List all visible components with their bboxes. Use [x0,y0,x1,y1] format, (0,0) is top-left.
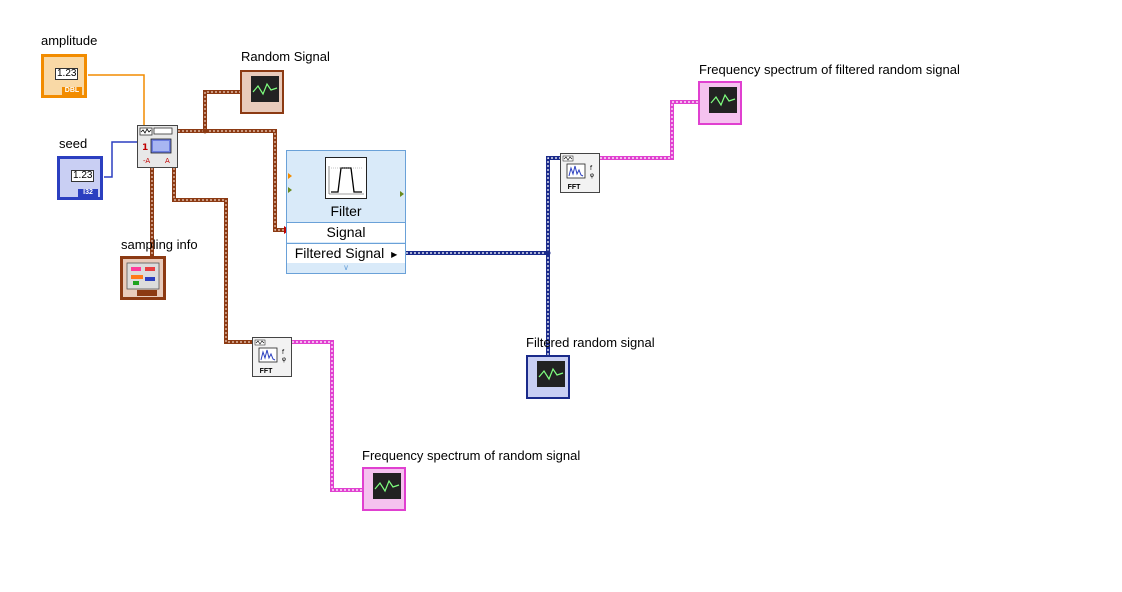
seed-type-tag: I32 [78,189,98,197]
fft-label-2: FFT [567,184,581,191]
freq-spectrum-random-graph-indicator[interactable] [362,467,406,511]
wire-filtered-out[interactable] [406,156,560,255]
label-freq-spectrum-random: Frequency spectrum of random signal [362,448,581,463]
filter-express-vi[interactable]: Filter Signal Filtered Signal ▶ ∨ [286,150,406,274]
wire-fft-to-filtered-spectrum[interactable] [600,100,698,160]
wire-seed[interactable] [104,141,138,178]
amplitude-control-terminal[interactable]: 1.23 DBL [41,54,87,98]
fft-spectrum-vi-random[interactable]: f φ FFT [252,337,292,377]
amplitude-value: 1.23 [55,68,79,80]
filtered-random-signal-graph-indicator[interactable] [526,355,570,399]
svg-text:-A: -A [143,157,150,165]
label-sampling-info: sampling info [121,237,198,252]
svg-text:f: f [282,349,285,356]
spectrum-icon: f φ [254,339,286,363]
noise-icon: 1 -A A [139,127,173,165]
label-random-signal: Random Signal [241,49,330,64]
filter-terminals [288,173,404,197]
label-filtered-random-signal: Filtered random signal [526,335,655,350]
fft-label-1: FFT [259,368,273,375]
label-freq-spectrum-filtered: Frequency spectrum of filtered random si… [699,62,960,77]
graph-icon [709,87,737,113]
output-arrow-icon: ▶ [391,249,398,259]
seed-value: 1.23 [71,170,95,182]
filter-expand-chevron-icon[interactable]: ∨ [343,263,349,272]
label-seed: seed [59,136,88,151]
sampling-info-type-tag [137,290,157,296]
sampling-info-terminal[interactable] [120,256,166,300]
random-signal-graph-indicator[interactable] [240,70,284,114]
svg-text:φ: φ [590,172,594,179]
cluster-icon [126,262,160,290]
filter-title: Filter [330,203,362,219]
label-amplitude: amplitude [41,33,98,48]
amplitude-type-tag: DBL [62,87,82,95]
graph-icon [537,361,565,387]
graph-icon [373,473,401,499]
wire-random-to-fft[interactable] [172,168,252,344]
filter-input-signal[interactable]: Signal [287,222,405,242]
svg-text:φ: φ [282,356,286,363]
filter-output-filtered-signal[interactable]: Filtered Signal ▶ [287,243,405,263]
filter-output-label: Filtered Signal [294,245,385,261]
bandpass-filter-icon [325,157,367,199]
fft-spectrum-vi-filtered[interactable]: f φ FFT [560,153,600,193]
spectrum-icon: f φ [562,155,594,179]
svg-text:f: f [590,165,593,172]
wire-random-to-graph[interactable] [178,90,240,133]
wire-amplitude[interactable] [88,74,145,128]
svg-text:A: A [165,157,170,165]
waveform-graph-icon [251,76,279,102]
freq-spectrum-filtered-graph-indicator[interactable] [698,81,742,125]
wire-random-to-filter[interactable] [205,129,288,232]
seed-control-terminal[interactable]: 1.23 I32 [57,156,103,200]
svg-text:1: 1 [142,143,148,153]
random-signal-generator-vi[interactable]: 1 -A A [137,125,178,168]
wire-fft-to-spectrum[interactable] [292,340,362,492]
